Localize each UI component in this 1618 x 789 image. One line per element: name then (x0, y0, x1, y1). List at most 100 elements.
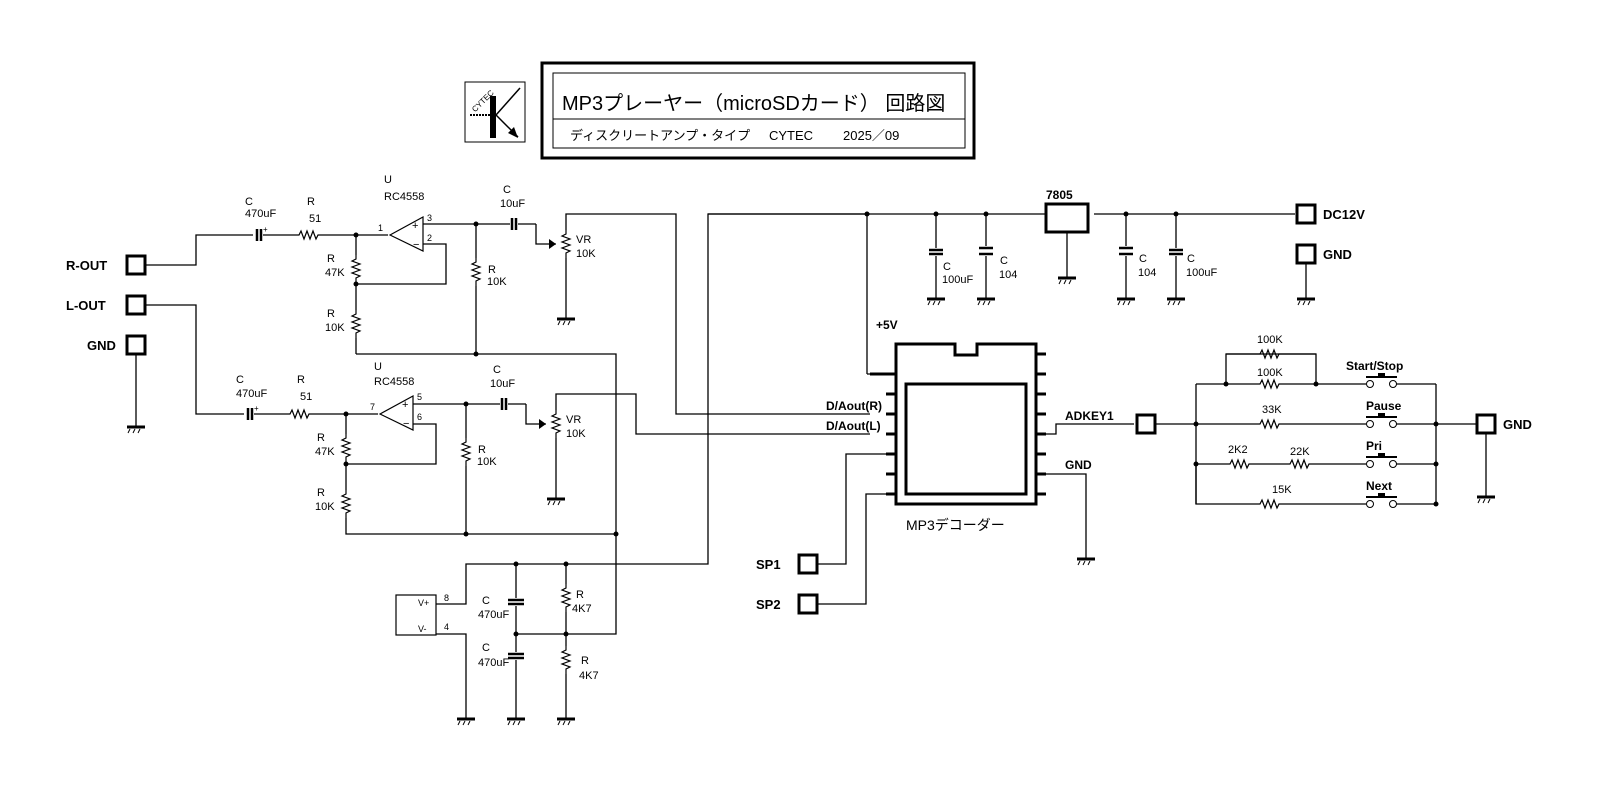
ground-icon (1295, 297, 1317, 307)
reg-c1-ref: C (943, 261, 951, 273)
r2-ref: R (581, 655, 589, 667)
pin-5: 5 (417, 392, 422, 402)
c-cpl-r-ref: C (503, 184, 511, 196)
u-l-ref: U (374, 361, 382, 373)
pin-2: 2 (427, 233, 432, 243)
decoder-adkey: ADKEY1 (1065, 409, 1114, 423)
c1-ref: C (482, 595, 490, 607)
label-r-out: R-OUT (66, 258, 107, 273)
r-load-r-val: 10K (487, 276, 507, 288)
svg-text:+: + (412, 220, 418, 232)
reg-c4-ref: C (1187, 253, 1195, 265)
pin-3: 3 (427, 213, 432, 223)
pin-4: 4 (444, 622, 449, 632)
reg-c3-val: 104 (1138, 267, 1156, 279)
r-in-l-val: 51 (300, 391, 312, 403)
c1-val: 470uF (478, 609, 509, 621)
r-g-r-ref: R (327, 308, 335, 320)
c-cpl-l-val: 10uF (490, 378, 515, 390)
ground-icon (555, 317, 577, 327)
label-sp1: SP1 (756, 557, 781, 572)
r-ss-b: 100K (1257, 367, 1283, 379)
c2-ref: C (482, 642, 490, 654)
ground-icon (555, 717, 577, 727)
schematic-title: MP3プレーヤー（microSDカード） 回路図 (562, 92, 945, 115)
r-load-l-ref: R (478, 444, 486, 456)
terminal-r-out (125, 254, 147, 276)
r-pri-b: 22K (1290, 446, 1310, 458)
sw-pause-label: Pause (1366, 399, 1402, 413)
c-in-r-val: 470uF (245, 208, 276, 220)
reg-c1-val: 100uF (942, 274, 973, 286)
c-cpl-l-ref: C (493, 364, 501, 376)
reg-c3-ref: C (1139, 253, 1147, 265)
reg-c2-ref: C (1000, 255, 1008, 267)
decoder-gnd: GND (1065, 458, 1092, 472)
ground-icon (975, 297, 997, 307)
pin-1: 1 (378, 223, 383, 233)
pin-7: 7 (370, 402, 375, 412)
logo: CYTEC (464, 81, 526, 143)
regulator-name: 7805 (1046, 188, 1073, 202)
r-in-r-ref: R (307, 196, 315, 208)
c-in-l-val: 470uF (236, 388, 267, 400)
vr-l-ref: VR (566, 414, 581, 426)
svg-text:−: − (413, 239, 419, 251)
switch-next: Next (1366, 479, 1397, 508)
svg-text:+: + (254, 404, 259, 413)
regulator-section: 7805 C 100uF C 104 C 104 C 100uF (708, 188, 1295, 374)
label-gnd-keys: GND (1503, 417, 1532, 432)
sw-pri-label: Pri (1366, 439, 1382, 453)
r-fb-r-ref: R (327, 253, 335, 265)
ground-icon (545, 497, 567, 507)
ground-icon (1075, 557, 1097, 567)
ground-icon (1056, 276, 1078, 286)
key-network: 100K 100K 33K 2K2 22K 15K (1155, 334, 1476, 509)
r-in-r-val: 51 (309, 213, 321, 225)
label-dc12v: DC12V (1323, 207, 1365, 222)
terminal-gnd-power (1295, 243, 1317, 265)
decoder-name: MP3デコーダー (906, 517, 1005, 533)
ground-icon (1165, 297, 1187, 307)
r-pause: 33K (1262, 404, 1282, 416)
decoder-vcc: +5V (876, 318, 898, 332)
r-fb-l-val: 47K (315, 446, 335, 458)
u-r-val: RC4558 (384, 191, 424, 203)
ground-icon (455, 717, 477, 727)
u-l-val: RC4558 (374, 376, 414, 388)
terminal-l-out (125, 294, 147, 316)
terminal-gnd-keys (1475, 413, 1497, 435)
sw-start-stop-label: Start/Stop (1346, 359, 1403, 373)
r1-ref: R (576, 589, 584, 601)
ground-icon (1475, 495, 1497, 505)
terminal-sp1 (797, 553, 819, 575)
supply-split: V+ V- 8 4 C 470uF C 470uF R 4K7 R 4K7 (395, 213, 870, 727)
svg-text:+: + (263, 225, 268, 234)
r-pri-a: 2K2 (1228, 444, 1248, 456)
terminal-dc12v (1295, 203, 1317, 225)
title-block: MP3プレーヤー（microSDカード） 回路図 ディスクリートアンプ・タイプ … (540, 61, 976, 160)
mp3-decoder: +5V D/Aout(R) D/Aout(L) ADKEY1 GND MP3デコ… (817, 318, 1134, 605)
vr-r-ref: VR (576, 234, 591, 246)
label-l-out: L-OUT (66, 298, 106, 313)
terminal-gnd-left (125, 334, 147, 356)
decoder-dac-l: D/Aout(L) (826, 419, 881, 433)
subtitle-company: CYTEC (769, 128, 813, 143)
svg-text:+: + (402, 399, 408, 411)
r2-val: 4K7 (579, 670, 599, 682)
amp-l-channel: + C 470uF R 51 + − 7 5 6 U RC4558 R 47K … (145, 304, 870, 537)
r-in-l-ref: R (297, 374, 305, 386)
vplus-label: V+ (418, 598, 429, 608)
ground-icon (505, 717, 527, 727)
switch-pri: Pri (1366, 439, 1397, 468)
c2-val: 470uF (478, 657, 509, 669)
pin-6: 6 (417, 412, 422, 422)
ground-icon (125, 425, 147, 435)
sw-next-label: Next (1366, 479, 1392, 493)
label-sp2: SP2 (756, 597, 781, 612)
c-in-r-ref: C (245, 196, 253, 208)
ground-icon (925, 297, 947, 307)
r-fb-r-val: 47K (325, 267, 345, 279)
r-g-l-ref: R (317, 487, 325, 499)
vminus-label: V- (418, 624, 427, 634)
